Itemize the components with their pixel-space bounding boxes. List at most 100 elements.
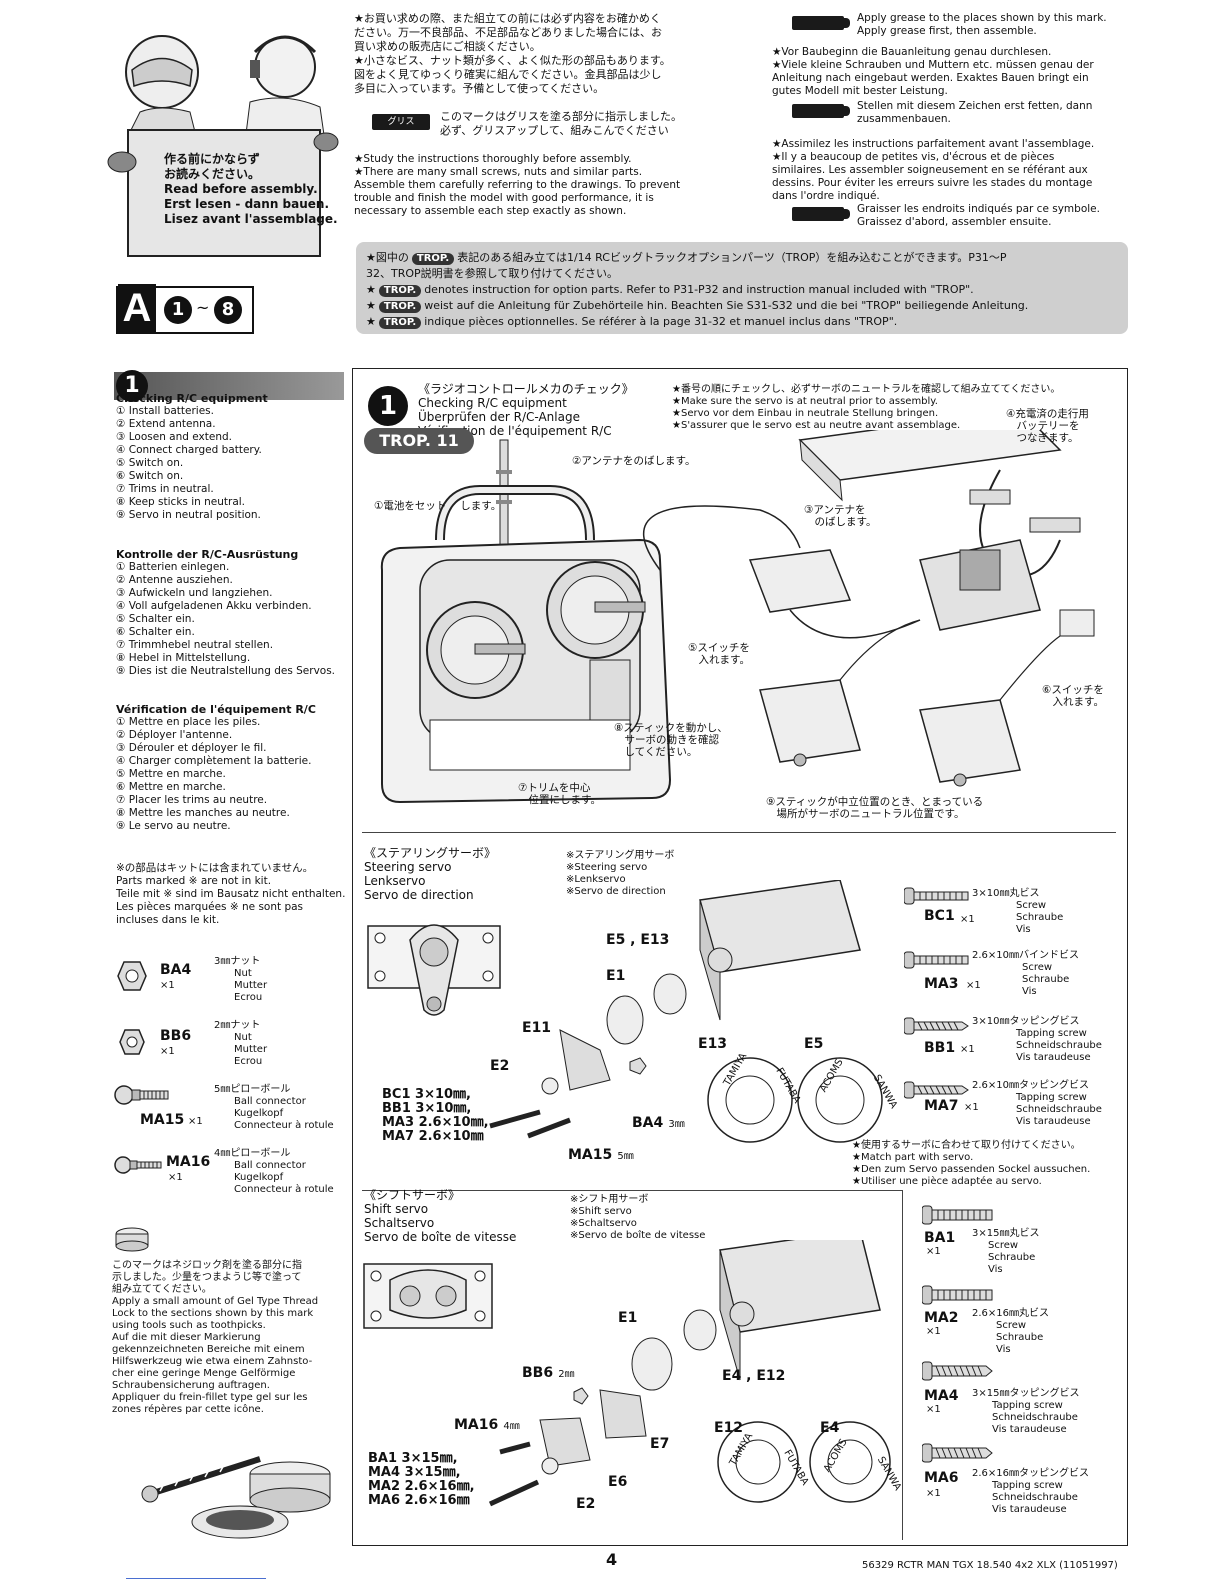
part-code: MA4 <box>924 1388 959 1404</box>
grease-en-line: Apply grease to the places shown by this… <box>857 12 1107 24</box>
intro-fr-line: dessins. Pour éviter les erreurs suivre … <box>772 177 1093 189</box>
trop-badge: TROP. <box>411 253 455 265</box>
step1-fr-item: ⑤ Mettre en marche. <box>116 768 226 780</box>
shift-header-line: 《シフトサーボ》 <box>364 1188 461 1202</box>
neutral-line: ★Servo vor dem Einbau in neutrale Stellu… <box>672 408 939 419</box>
part-desc-line: 3×10㎜タッピングビス <box>972 1016 1080 1027</box>
intro-jp: ★お買い求めの際、また組立ての前には必ず内容をお確かめく ださい。万一不良部品、… <box>354 12 671 96</box>
label-e11: E11 <box>522 1020 552 1036</box>
step1-de-item: ③ Aufwickeln und langziehen. <box>116 587 273 599</box>
trop-en: denotes instruction for option parts. Re… <box>424 283 974 296</box>
sign-line: 作る前にかならず <box>164 152 260 166</box>
part-desc-line: Ball connector <box>234 1160 306 1171</box>
intro-en-line: ★Study the instructions thoroughly befor… <box>354 153 632 165</box>
callout-2: ②アンテナをのばします。 <box>572 455 696 467</box>
part-desc: 2.6×10㎜バインドビス Screw Schraube Vis <box>972 950 1079 998</box>
shift-header: 《シフトサーボ》 Shift servo Schaltservo Servo d… <box>364 1188 516 1244</box>
part-desc-line: Schraube <box>996 1332 1044 1343</box>
part-desc: 3×15㎜タッピングビス Tapping screw Schneidschrau… <box>972 1388 1079 1436</box>
label-ba4-size: 3㎜ <box>668 1119 685 1130</box>
servo-note-line: ※Steering servo <box>566 862 648 873</box>
part-qty: ×1 <box>960 1044 975 1055</box>
grease-en: Apply grease to the places shown by this… <box>857 12 1107 38</box>
footer-rule <box>126 1578 266 1579</box>
neutral-line: ★S'assurer que le servo est au neutre av… <box>672 420 961 431</box>
label-ma15-size: 5㎜ <box>617 1151 634 1162</box>
divider <box>362 1190 902 1191</box>
part-desc: 4㎜ピローボール Ball connector Kugelkopf Connec… <box>214 1148 334 1196</box>
part-code: MA15 <box>140 1112 185 1128</box>
step1-de-item: ⑥ Schalter ein. <box>116 626 195 638</box>
threadlock-line: 示しました。少量をつまようじ等で塗って <box>112 1272 302 1283</box>
part-desc-line: Vis <box>1022 986 1037 997</box>
screw-line: MA4 3×15㎜, <box>368 1465 461 1480</box>
label-ma16: MA16 4㎜ <box>454 1414 520 1433</box>
part-desc-line: Vis taraudeuse <box>1016 1116 1091 1127</box>
match-servo-note: ★使用するサーボに合わせて取り付けてください。 ★Match part with… <box>852 1140 1090 1188</box>
product-code: 56329 RCTR MAN TGX 18.540 4x2 XLX (11051… <box>862 1560 1118 1571</box>
part-qty: ×1 <box>960 914 975 925</box>
neutral-line: ★番号の順にチェックし、必ずサーボのニュートラルを確認して組み立ててください。 <box>672 384 1061 395</box>
callout-5: ⑤スイッチを 入れます。 <box>688 642 750 666</box>
part-qty: ×1 <box>964 1102 979 1113</box>
servo-note-line: ※Servo de boîte de vitesse <box>570 1230 706 1241</box>
part-desc-line: Tapping screw <box>992 1480 1063 1491</box>
step1-en-item: ⑦ Trims in neutral. <box>116 483 214 495</box>
part-desc-line: Screw <box>1016 900 1047 911</box>
sign-line: Erst lesen - dann bauen. <box>164 197 330 211</box>
grease-mark-jp: グリス <box>372 114 430 130</box>
ball-connector-5mm-icon <box>114 1085 169 1105</box>
part-desc-line: Schneidschraube <box>992 1412 1078 1423</box>
part-desc-line: Tapping screw <box>992 1400 1063 1411</box>
servo-note-line: ※ステアリング用サーボ <box>566 850 675 861</box>
step1-de-item: ⑨ Dies ist die Neutralstellung des Servo… <box>116 665 336 677</box>
trop-de: weist auf die Anleitung für Zubehörteile… <box>424 299 1029 312</box>
screw-line: MA7 2.6×10㎜ <box>382 1129 484 1144</box>
intro-jp-line: 図をよく見てゆっくり確実に組んでください。金具部品は少し <box>354 68 662 81</box>
step1-fr-item: ⑥ Mettre en marche. <box>116 781 226 793</box>
label-e5e13: E5 , E13 <box>606 932 670 948</box>
label-shift-e2: E2 <box>576 1496 596 1512</box>
servo-note-line: ※Shift servo <box>570 1206 632 1217</box>
grease-de-line: Stellen mit diesem Zeichen erst fetten, … <box>857 100 1093 112</box>
match-line: ★使用するサーボに合わせて取り付けてください。 <box>852 1140 1081 1151</box>
label-e4e12: E4 , E12 <box>722 1368 786 1384</box>
step1-fr-item: ⑦ Placer les trims au neutre. <box>116 794 268 806</box>
intro-de-line: Anleitung nach eingebaut werden. Exaktes… <box>772 72 1089 84</box>
grease-jp-line: 必ず、グリスアップして、組みこんでください <box>440 124 669 137</box>
step1-panel <box>352 368 1128 1546</box>
part-desc-line: Screw <box>996 1320 1027 1331</box>
step1-fr-list: Vérification de l'équipement R/C ① Mettr… <box>116 703 316 833</box>
intro-illustration <box>100 12 340 262</box>
grease-de-line: zusammenbauen. <box>857 113 951 125</box>
intro-jp-line: 買い求めの販売店にご相談ください。 <box>354 40 541 53</box>
step-number-left: 1 <box>116 370 148 402</box>
part-desc-line: 2.6×10㎜タッピングビス <box>972 1080 1090 1091</box>
neutral-note: ★番号の順にチェックし、必ずサーボのニュートラルを確認して組み立ててください。 … <box>672 384 1060 432</box>
step1-fr-item: ② Déployer l'antenne. <box>116 729 233 741</box>
intro-de-line: gutes Modell mit bester Leistung. <box>772 85 948 97</box>
step1-en-item: ⑤ Switch on. <box>116 457 184 469</box>
threadlock-line: using tools such as toothpicks. <box>112 1320 266 1331</box>
part-desc-line: Kugelkopf <box>234 1108 284 1119</box>
not-in-kit-note: ※の部品はキットには含まれていません。 Parts marked ※ are n… <box>116 862 348 927</box>
notkit-line: Teile mit ※ sind im Bausatz nicht enthal… <box>116 888 346 900</box>
step1-en-item: ⑨ Servo in neutral position. <box>116 509 261 521</box>
steering-header-line: Lenkservo <box>364 874 426 888</box>
grease-label: グリス <box>387 117 415 127</box>
threadlock-line: cher eine geringe Menge Gelförmige <box>112 1368 296 1379</box>
part-desc-line: Schraube <box>1022 974 1070 985</box>
part-desc: 5㎜ピローボール Ball connector Kugelkopf Connec… <box>214 1084 334 1132</box>
intro-en-line: ★There are many small screws, nuts and s… <box>354 166 643 178</box>
part-desc-line: Nut <box>234 968 252 979</box>
threadlock-line: Lock to the sections shown by this mark <box>112 1308 314 1319</box>
step1-fr-item: ⑨ Le servo au neutre. <box>116 820 231 832</box>
trop-badge: TROP. <box>378 301 422 313</box>
sign-line: お読みください。 <box>164 167 261 181</box>
screw-line: MA3 2.6×10㎜, <box>382 1115 489 1130</box>
threadlock-line: gekennzeichneten Bereiche mit einem <box>112 1344 305 1355</box>
part-desc-line: Tapping screw <box>1016 1092 1087 1103</box>
divider <box>362 832 1116 833</box>
label-ma16-code: MA16 <box>454 1417 499 1433</box>
